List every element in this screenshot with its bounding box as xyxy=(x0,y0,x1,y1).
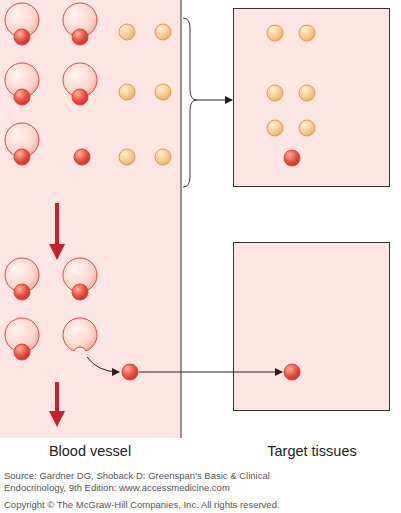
flow-arrow xyxy=(49,203,65,427)
transfer-arrow xyxy=(139,372,282,373)
copyright-note: Copyright © The McGraw-Hill Companies, I… xyxy=(4,499,399,511)
target-tissue-box xyxy=(234,9,390,187)
target-tissue-box xyxy=(234,243,390,411)
release-arrow xyxy=(87,357,119,372)
bracket xyxy=(183,18,197,187)
free-hormone-group xyxy=(119,24,315,165)
bound-hormone-group xyxy=(5,3,300,380)
region-label: Blood vessel xyxy=(20,442,160,460)
transfer-arrow xyxy=(197,100,232,101)
source-note: Source: Gardner DG, Shoback D: Greenspan… xyxy=(4,470,304,494)
region-label: Target tissues xyxy=(232,442,392,460)
